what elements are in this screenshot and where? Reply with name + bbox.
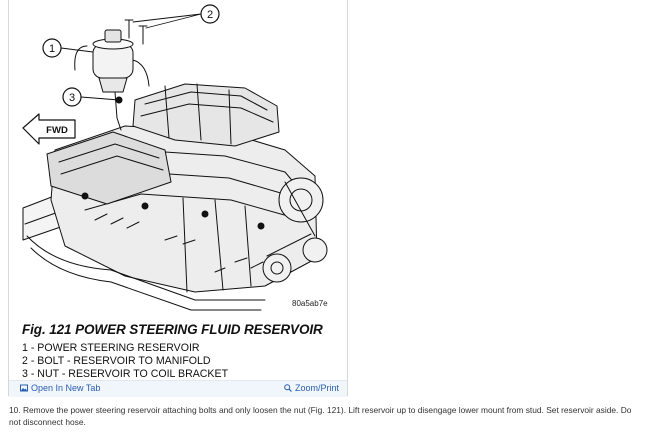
callout-3: 3 <box>62 87 82 107</box>
reservoir-drawing <box>74 29 150 131</box>
callout-2: 2 <box>200 4 220 24</box>
zoom-print-label: Zoom/Print <box>294 383 339 393</box>
svg-text:1: 1 <box>49 43 55 55</box>
open-in-new-tab-link[interactable]: Open In New Tab <box>20 383 100 393</box>
svg-text:FWD: FWD <box>46 125 68 136</box>
figure-title: Fig. 121 POWER STEERING FLUID RESERVOIR <box>22 322 323 337</box>
zoom-print-link[interactable]: Zoom/Print <box>284 383 339 393</box>
instruction-step: 10. Remove the power steering reservoir … <box>9 405 632 427</box>
magnifier-icon <box>284 384 292 392</box>
open-in-new-tab-label: Open In New Tab <box>31 383 101 393</box>
svg-text:3: 3 <box>69 92 75 104</box>
legend-item: 3 - NUT - RESERVOIR TO COIL BRACKET <box>22 368 229 380</box>
bolt-drawing <box>124 19 148 45</box>
engine-illustration: 2 1 3 FWD <box>15 0 341 318</box>
figure-footer: Open In New Tab Zoom/Print <box>9 380 347 397</box>
fwd-arrow-icon: FWD <box>22 113 76 145</box>
legend-item: 2 - BOLT - RESERVOIR TO MANIFOLD <box>22 355 211 367</box>
svg-text:2: 2 <box>207 9 213 21</box>
engine-drawing <box>22 83 328 311</box>
legend-item: 1 - POWER STEERING RESERVOIR <box>22 342 200 354</box>
image-icon <box>20 384 28 392</box>
callout-1: 1 <box>42 38 62 58</box>
figure-code: 80a5ab7e <box>292 299 328 308</box>
figure-card: 2 1 3 FWD 80a5ab7e Fig. 121 POWER STEERI… <box>8 0 348 397</box>
figure-legend: 1 - POWER STEERING RESERVOIR 2 - BOLT - … <box>22 342 228 381</box>
